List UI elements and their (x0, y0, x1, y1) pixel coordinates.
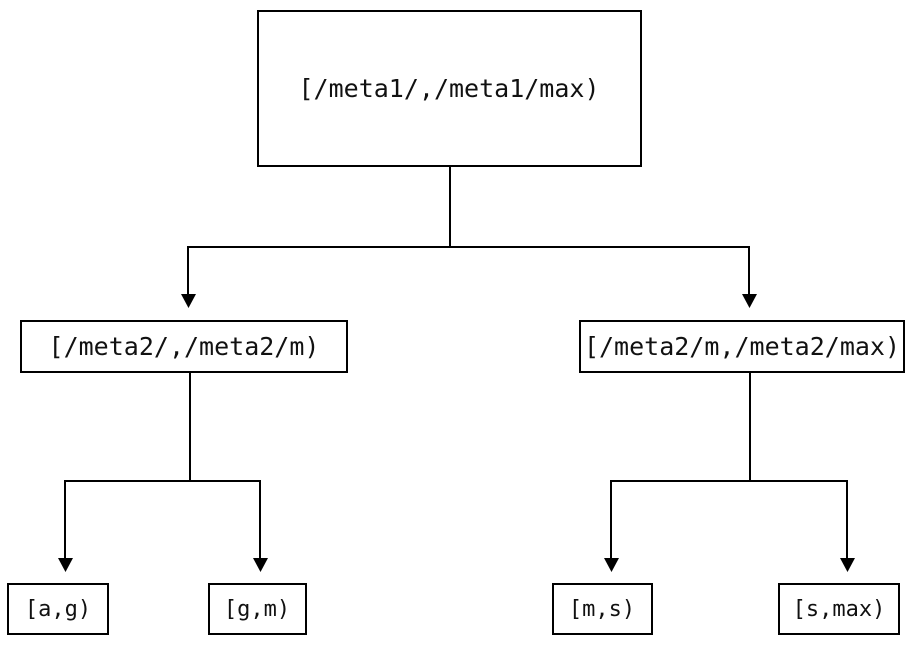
arrowhead-leaf-1 (58, 558, 73, 572)
edge-group-root-to-mid (181, 166, 757, 308)
node-leaf-2-box[interactable] (207, 582, 308, 636)
arrowhead-leaf-3 (604, 558, 619, 572)
node-leaf-2-label: [g,m) (224, 597, 290, 622)
node-leaf-4[interactable]: [s,max) (777, 582, 901, 636)
node-mid-right-box[interactable] (578, 319, 906, 374)
node-mid-left-box[interactable] (19, 319, 349, 374)
edge-group-midleft-to-leaves (58, 372, 268, 572)
node-root-box[interactable] (256, 9, 643, 168)
node-root-label: [/meta1/,/meta1/max) (298, 74, 599, 103)
arrowhead-mid-left (181, 294, 196, 308)
node-leaf-3-label: [m,s) (569, 597, 635, 622)
node-leaf-4-box[interactable] (777, 582, 901, 636)
node-leaf-1-box[interactable] (6, 582, 110, 636)
edge-group-midright-to-leaves (604, 372, 855, 572)
node-root[interactable]: [/meta1/,/meta1/max) (256, 9, 643, 168)
arrowhead-leaf-4 (840, 558, 855, 572)
arrowhead-mid-right (742, 294, 757, 308)
node-mid-right-label: [/meta2/m,/meta2/max) (584, 332, 900, 361)
node-leaf-3-box[interactable] (551, 582, 654, 636)
node-leaf-1[interactable]: [a,g) (6, 582, 110, 636)
node-leaf-1-label: [a,g) (25, 597, 91, 622)
node-leaf-3[interactable]: [m,s) (551, 582, 654, 636)
node-mid-left[interactable]: [/meta2/,/meta2/m) (19, 319, 349, 374)
arrowhead-leaf-2 (253, 558, 268, 572)
node-mid-right[interactable]: [/meta2/m,/meta2/max) (578, 319, 906, 374)
node-leaf-2[interactable]: [g,m) (207, 582, 308, 636)
node-leaf-4-label: [s,max) (793, 597, 886, 622)
node-mid-left-label: [/meta2/,/meta2/m) (49, 332, 320, 361)
